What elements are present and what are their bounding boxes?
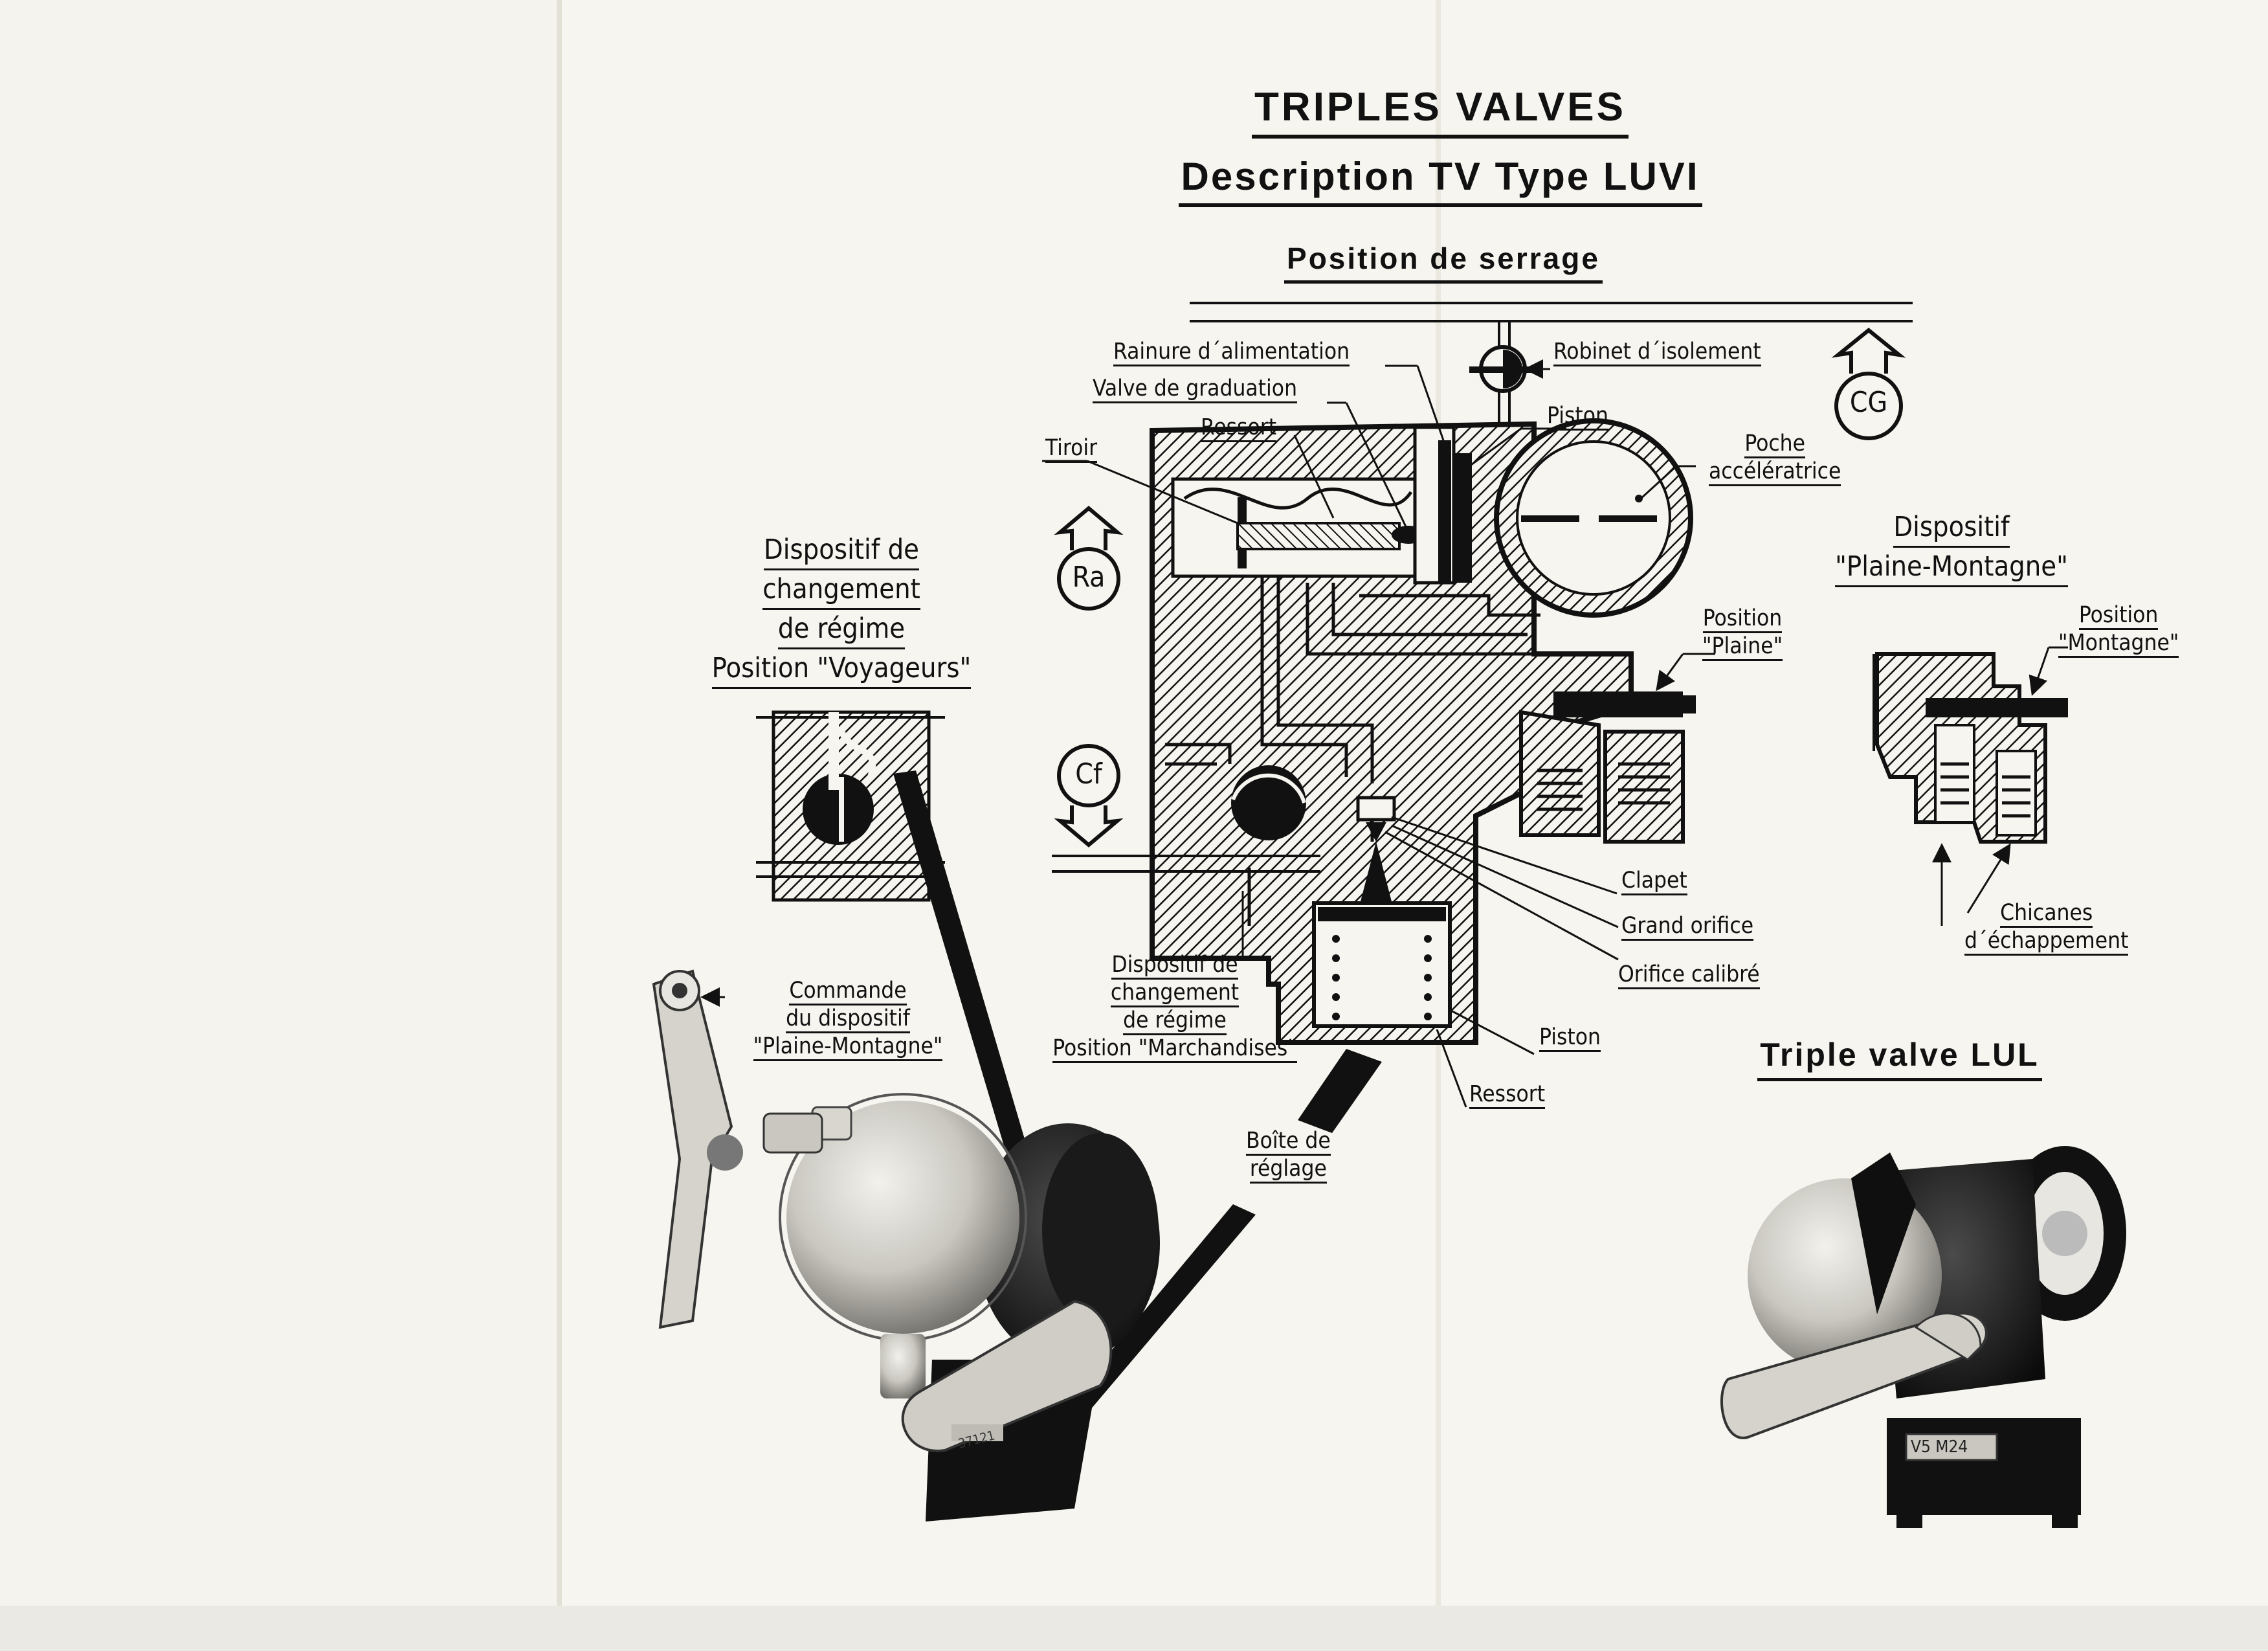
- montagne-detail-section: [1873, 652, 2068, 844]
- label-ressort-top: Ressort: [1201, 414, 1277, 442]
- label-orifice-calibre: Orifice calibré: [1618, 961, 1760, 989]
- valve-body-section: [1150, 418, 1696, 1045]
- label-position-montagne: Position "Montagne": [2058, 602, 2179, 658]
- label-grand-orifice: Grand orifice: [1621, 913, 1754, 941]
- montagne-leader-lines: [1932, 646, 2068, 926]
- photo-triple-valve-lul: [1720, 1146, 2126, 1528]
- adjustment-box-block: [1298, 1049, 1382, 1133]
- label-tiroir: Tiroir: [1045, 435, 1098, 463]
- label-commande-dispositif: Commande du dispositif "Plaine-Montagne": [725, 978, 971, 1061]
- label-valve-graduation: Valve de graduation: [1093, 376, 1298, 403]
- left-paper-panel: [0, 0, 557, 1606]
- symbol-cg: CG: [1849, 386, 1888, 419]
- label-dispositif-plaine-montagne: Dispositif "Plaine-Montagne": [1806, 508, 2097, 587]
- brake-cylinder-pipe-lines: [1052, 855, 1320, 873]
- symbol-ra: Ra: [1072, 561, 1106, 594]
- section-heading: Position de serrage: [1204, 241, 1683, 284]
- symbol-cf: Cf: [1075, 758, 1102, 791]
- fold-crease-left: [557, 0, 562, 1606]
- label-piston-top: Piston: [1547, 403, 1608, 431]
- page-title: TRIPLES VALVES: [1113, 84, 1767, 139]
- label-dispositif-marchandises: Dispositif de changement de régime Posit…: [1039, 952, 1311, 1063]
- isolation-cock-symbol: [1469, 345, 1537, 393]
- label-ressort-bottom: Ressort: [1469, 1081, 1546, 1109]
- label-piston-bottom: Piston: [1539, 1024, 1601, 1052]
- label-rainure-alimentation: Rainure d´alimentation: [1113, 339, 1350, 366]
- lul-nameplate-text: V5 M24: [1911, 1437, 1968, 1457]
- circle-symbols: [1054, 328, 1906, 848]
- scanner-bottom-strip: [0, 1606, 2268, 1651]
- photo-triple-valve-luvi: [652, 969, 1160, 1522]
- label-poche-acceleratrice: Poche accélératrice: [1709, 431, 1841, 486]
- label-leader-lines: [1042, 359, 1715, 1108]
- page-subtitle: Description TV Type LUVI: [1081, 154, 1799, 207]
- label-chicanes-echappement: Chicanes d´échappement: [1964, 900, 2129, 956]
- label-boite-reglage: Boîte de réglage: [1246, 1128, 1331, 1184]
- label-robinet-isolement: Robinet d´isolement: [1553, 339, 1761, 366]
- photo-title-lul: Triple valve LUL: [1722, 1036, 2078, 1081]
- label-clapet: Clapet: [1621, 868, 1687, 895]
- label-position-plaine: Position "Plaine": [1702, 605, 1783, 661]
- label-dispositif-voyageurs: Dispositif de changement de régime Posit…: [706, 531, 977, 689]
